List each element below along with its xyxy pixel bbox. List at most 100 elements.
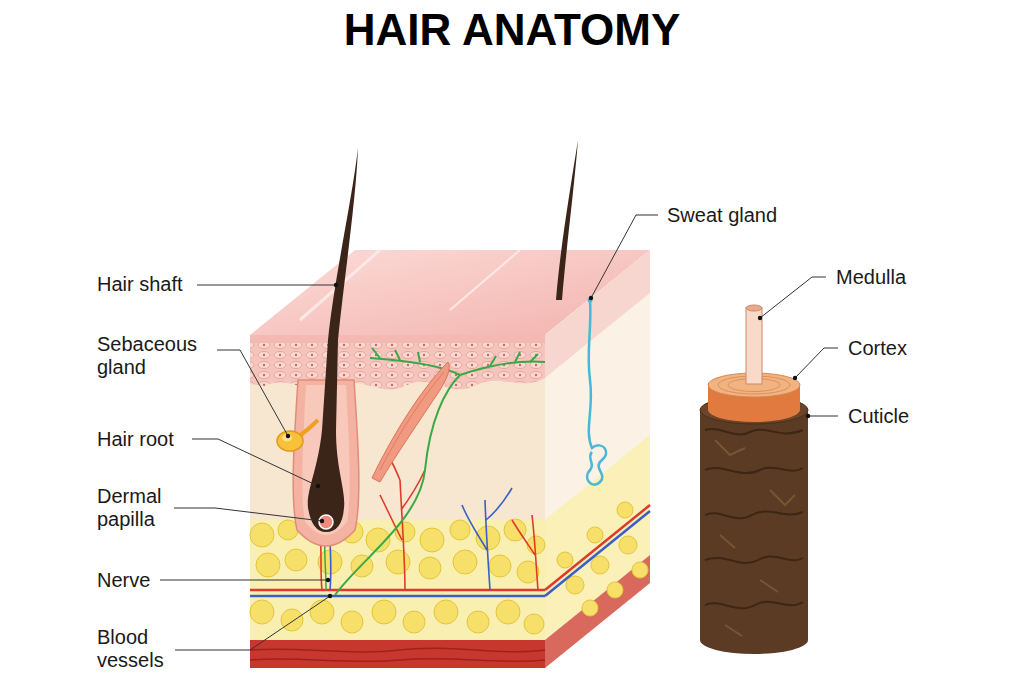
fat-cell: [632, 562, 648, 578]
fat-cell: [489, 555, 511, 577]
label-slot: Dermal papilla: [97, 485, 197, 531]
fat-cell: [496, 600, 520, 624]
blood-vessel: [545, 511, 650, 596]
arrector-muscle: [372, 362, 449, 482]
fat-cell: [524, 614, 544, 634]
sebaceous-gland: [298, 420, 318, 437]
leader-dot: [328, 594, 332, 598]
leader-line: [217, 350, 288, 436]
leader-line: [192, 439, 318, 486]
nerve: [370, 358, 545, 375]
fat-cell: [419, 557, 441, 579]
fat-cell: [250, 523, 274, 547]
part-label: Sebaceous gland: [97, 333, 209, 379]
fat-cell: [250, 519, 545, 634]
label-slot: Sweat gland: [667, 204, 777, 227]
sweat-gland-drawing: [587, 300, 606, 485]
hair-strand-section: [715, 440, 795, 636]
fat-cell: [582, 600, 598, 616]
fat-cell: [250, 600, 274, 624]
part-label: Nerve: [97, 569, 150, 592]
fat-cell: [434, 600, 458, 624]
leader-line: [174, 508, 322, 521]
fat-cell: [450, 520, 470, 540]
leader-line: [160, 215, 838, 650]
fat-cell: [386, 550, 410, 574]
blood-vessel: [250, 595, 545, 598]
skin-crease: [450, 250, 520, 310]
sebaceous-gland: [282, 435, 292, 442]
leader-dot: [286, 434, 290, 438]
hair-strand-section: [705, 429, 803, 608]
part-label: Cuticle: [848, 405, 909, 428]
blood-vessel: [380, 455, 425, 590]
fat-cell: [372, 600, 396, 624]
part-label: Sweat gland: [667, 204, 777, 227]
leader-dot: [320, 519, 324, 523]
part-label: Cortex: [848, 337, 907, 360]
leader-dot: [758, 316, 762, 320]
label-slot: Blood vessels: [97, 626, 189, 672]
fat-cell: [607, 582, 623, 598]
fat-cell: [403, 611, 425, 633]
leader-line: [197, 285, 336, 286]
leader-dot: [326, 578, 330, 582]
fat-cell: [285, 549, 307, 571]
hair-strand-section: [746, 308, 762, 384]
hair-strand-section: [700, 305, 808, 654]
skin-block: [250, 250, 650, 668]
dermal-papilla-drawing: [319, 515, 333, 529]
leader-line: [760, 277, 826, 318]
blood-vessel: [250, 589, 545, 592]
diagram-title: HAIR ANATOMY: [0, 5, 1024, 55]
fat-cell: [617, 502, 633, 518]
muscle-fiber: [250, 648, 545, 652]
fat-cell: [587, 527, 603, 543]
muscle-fiber: [250, 659, 545, 662]
block-side: [545, 250, 650, 668]
fat-cell: [557, 552, 573, 568]
sebaceous-gland: [277, 431, 303, 451]
title-slot: HAIR ANATOMY: [0, 5, 1024, 55]
fat-cell: [341, 611, 363, 633]
leader-line: [160, 580, 328, 581]
fat-cell: [420, 528, 444, 552]
label-slot: Hair root: [97, 428, 174, 451]
fat-cell: [591, 556, 609, 574]
hair-strand-section: [700, 410, 808, 654]
label-slot: Cuticle: [848, 405, 909, 428]
leader-dot: [334, 283, 338, 287]
label-slot: Sebaceous gland: [97, 333, 209, 379]
part-label: Medulla: [836, 266, 906, 289]
label-slot: Cortex: [848, 337, 907, 360]
sebaceous-gland: [277, 420, 318, 451]
leader-dot: [286, 283, 810, 598]
fat-cell: [453, 550, 477, 574]
epidermis: [250, 335, 545, 389]
nerve: [372, 348, 538, 366]
hair-shaft-drawing: [308, 148, 358, 532]
label-slot: Medulla: [836, 266, 906, 289]
fat-cell: [619, 536, 637, 554]
leader-dot: [589, 296, 593, 300]
fat-cell: [467, 611, 489, 633]
part-label: Hair root: [97, 428, 174, 451]
leader-line: [795, 348, 838, 378]
fat-cell: [281, 609, 303, 631]
blood-vessel: [462, 488, 512, 590]
fat-cell: [256, 553, 280, 577]
leader-dot: [793, 376, 797, 380]
arrector-muscle: [380, 372, 444, 470]
label-slot: Nerve: [97, 569, 150, 592]
label-slot: Hair shaft: [97, 273, 183, 296]
muscle-layer: [250, 640, 545, 668]
blood-vessel: [512, 515, 538, 590]
leader-line: [591, 215, 658, 298]
dermis: [250, 335, 545, 668]
part-label: Dermal papilla: [97, 485, 197, 531]
blood-vessel: [545, 505, 650, 590]
skin-top-edge: [250, 335, 545, 343]
leader-line: [175, 596, 330, 650]
leader-dot: [806, 414, 810, 418]
